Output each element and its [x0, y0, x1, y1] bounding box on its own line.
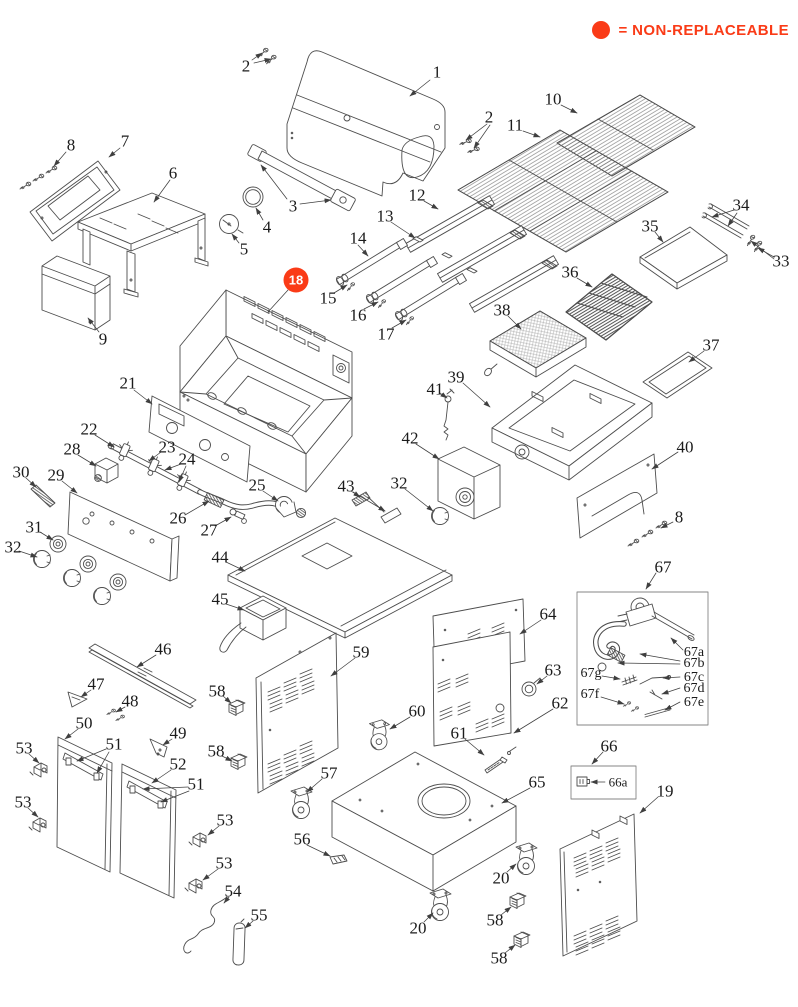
part-side-burner-box	[41, 255, 111, 331]
part-door-right	[119, 763, 177, 899]
part-cooking-grates	[457, 129, 669, 253]
part-thermometer	[219, 214, 244, 234]
part-hardware-48	[106, 708, 125, 721]
non-replaceable-dot-icon	[592, 21, 611, 39]
part-igniter-module	[94, 457, 119, 484]
part-rear-panel	[576, 453, 658, 539]
battery-66a	[576, 776, 590, 787]
part-bezel-ring	[242, 186, 264, 208]
part-cap-63	[521, 677, 541, 697]
part-bottom-shelf	[227, 517, 453, 639]
spring-67g	[621, 674, 638, 686]
part-ground-wire	[183, 896, 228, 954]
part-crossbar	[88, 643, 197, 709]
part-sear-burner	[484, 310, 587, 378]
part-skewer-rods	[701, 203, 765, 253]
regulator-67a	[617, 597, 695, 641]
part-heat-shield-panel	[148, 395, 251, 483]
part-hinges	[28, 762, 207, 894]
part-flame-tamers	[405, 195, 559, 313]
part-regulator	[275, 496, 307, 519]
pin-67d	[649, 689, 663, 700]
part-battery-box-66	[570, 765, 637, 800]
part-tube-55	[232, 918, 246, 966]
part-bracket-47	[67, 691, 88, 708]
part-side-shelf	[77, 192, 209, 298]
part-handle	[247, 144, 356, 212]
part-vent-trim	[30, 484, 56, 508]
hose-67b	[593, 621, 627, 672]
part-side-panel	[29, 160, 121, 242]
part-base-65	[331, 751, 517, 892]
part-inner-panel-62	[432, 631, 512, 747]
legend: = NON-REPLACEABLE	[592, 21, 789, 39]
part-burner-tubes	[335, 238, 467, 326]
part-grease-cup	[219, 595, 287, 653]
part-control-panel	[67, 491, 180, 582]
part-grease-tray-slide	[642, 351, 713, 399]
screws-67f	[622, 701, 640, 712]
part-regulator-kit-box-67	[576, 591, 709, 726]
part-bolt-61	[484, 746, 517, 774]
highlighted-part-badge: 18	[283, 267, 309, 293]
part-wedge-56	[329, 854, 348, 865]
part-warming-rack	[565, 273, 653, 341]
leader-lines	[18, 52, 775, 954]
part-grease-tray	[437, 446, 501, 520]
part-drip-pan-frame	[491, 364, 653, 481]
part-firebox	[179, 289, 353, 493]
part-door-left	[56, 736, 113, 873]
legend-text: = NON-REPLACEABLE	[618, 21, 789, 39]
part-bracket-49	[149, 738, 168, 758]
part-back-panel-19	[559, 813, 638, 957]
part-hood	[286, 50, 446, 197]
part-side-panel-left	[255, 632, 339, 794]
part-griddle-plate	[639, 226, 728, 290]
